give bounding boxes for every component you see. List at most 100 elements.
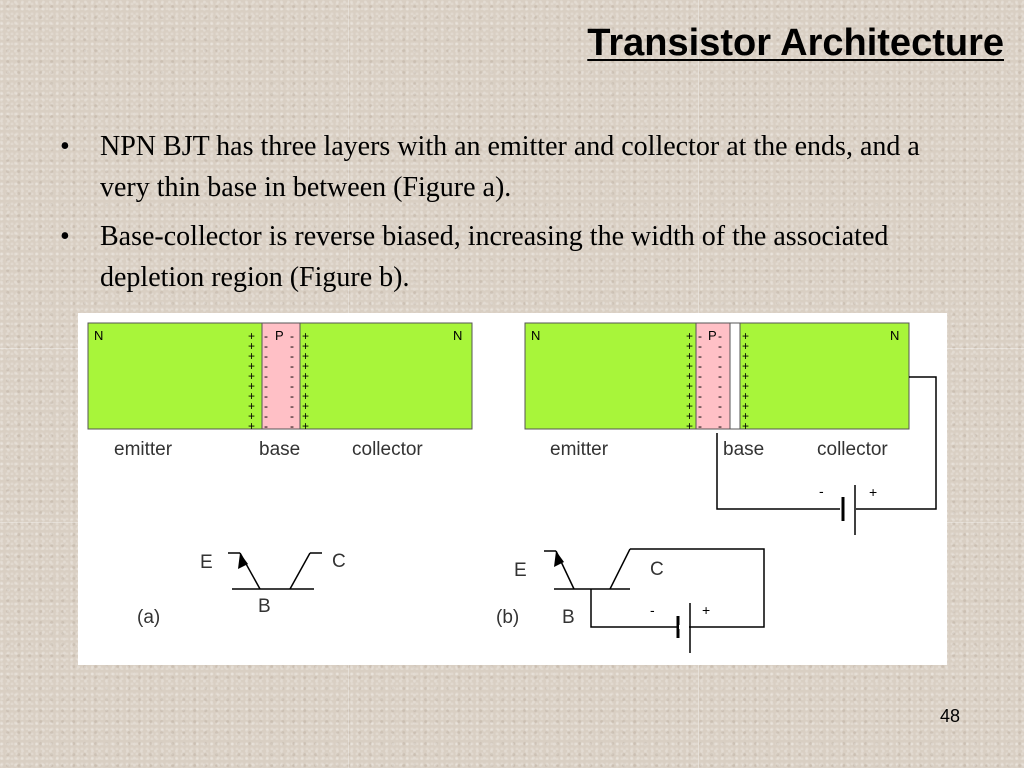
bias-wire (590, 548, 765, 628)
bullet-text: NPN BJT has three layers with an emitter… (100, 131, 920, 203)
bullet-item: • NPN BJT has three layers with an emitte… (60, 126, 960, 208)
positive-charge: + (742, 359, 749, 373)
positive-charge: + (302, 399, 309, 413)
negative-charge: - (718, 379, 722, 393)
collector-symbol-label: C (650, 559, 664, 580)
positive-charge: + (248, 369, 255, 383)
p-label: P (708, 328, 717, 343)
negative-charge: - (290, 389, 294, 403)
negative-charge: - (698, 399, 702, 413)
p-label: P (275, 328, 284, 343)
positive-charge: + (742, 419, 749, 433)
collector-n-region (739, 322, 910, 430)
positive-charge: + (248, 329, 255, 343)
negative-charge: - (718, 399, 722, 413)
positive-charge: + (686, 399, 693, 413)
negative-charge: - (264, 399, 268, 413)
negative-charge: - (698, 349, 702, 363)
collector-lead (609, 548, 631, 590)
positive-charge: + (248, 389, 255, 403)
negative-charge: - (264, 329, 268, 343)
positive-charge: + (686, 419, 693, 433)
bullet-item: •Base-collector is reverse biased, incre… (60, 216, 960, 298)
negative-charge: - (698, 389, 702, 403)
positive-charge: + (742, 379, 749, 393)
npn-symbol-b: E C B - + (b) (496, 548, 765, 653)
positive-charge: + (686, 389, 693, 403)
positive-charge: + (686, 369, 693, 383)
positive-charge: + (302, 389, 309, 403)
positive-charge: + (302, 369, 309, 383)
base-p-region (261, 322, 301, 430)
bullet-list: • NPN BJT has three layers with an emitte… (60, 126, 960, 306)
negative-charge: - (290, 339, 294, 353)
positive-charge: + (686, 329, 693, 343)
positive-charge: + (302, 359, 309, 373)
transistor-figure: N P N ++++++++++--------------------++++… (78, 313, 947, 665)
emitter-label: emitter (550, 439, 609, 460)
n-label: N (453, 328, 462, 343)
positive-charge: + (686, 349, 693, 363)
slide-number: 48 (940, 706, 961, 726)
figure-caption: (b) (496, 607, 519, 628)
npn-symbol-a: E C B (a) (137, 551, 346, 628)
positive-charge: + (302, 419, 309, 433)
positive-charge: + (248, 379, 255, 393)
negative-charge: - (290, 359, 294, 373)
figure-a-block: N P N ++++++++++--------------------++++… (87, 322, 473, 460)
n-label: N (94, 328, 103, 343)
negative-charge: - (290, 409, 294, 423)
positive-charge: + (302, 409, 309, 423)
emitter-n-region (87, 322, 263, 430)
positive-charge: + (686, 409, 693, 423)
battery-minus: - (819, 483, 824, 499)
positive-charge: + (248, 399, 255, 413)
negative-charge: - (698, 419, 702, 433)
collector-label: collector (817, 439, 888, 460)
negative-charge: - (290, 329, 294, 343)
negative-charge: - (290, 349, 294, 363)
negative-charge: - (264, 369, 268, 383)
negative-charge: - (718, 359, 722, 373)
negative-charge: - (698, 379, 702, 393)
negative-charge: - (264, 379, 268, 393)
positive-charge: + (302, 329, 309, 343)
positive-charge: + (686, 359, 693, 373)
positive-charge: + (248, 349, 255, 363)
negative-charge: - (264, 359, 268, 373)
negative-charge: - (718, 419, 722, 433)
battery-minus: - (650, 602, 655, 618)
battery-plus: + (869, 484, 877, 500)
positive-charge: + (742, 409, 749, 423)
positive-charge: + (302, 379, 309, 393)
negative-charge: - (290, 379, 294, 393)
base-p-region (695, 322, 731, 430)
depletion-charges: ++++++++++--------------------++++++++++ (686, 329, 749, 433)
depletion-charges: ++++++++++--------------------++++++++++ (248, 329, 309, 433)
figure-b-block: N P N ++++++++++--------------------++++… (524, 322, 937, 535)
positive-charge: + (686, 379, 693, 393)
bullet-text: Base-collector is reverse biased, increa… (100, 221, 889, 293)
negative-charge: - (698, 359, 702, 373)
negative-charge: - (264, 339, 268, 353)
positive-charge: + (302, 349, 309, 363)
figure-caption: (a) (137, 607, 160, 628)
positive-charge: + (686, 339, 693, 353)
positive-charge: + (248, 339, 255, 353)
emitter-n-region (524, 322, 697, 430)
negative-charge: - (698, 329, 702, 343)
emitter-symbol-label: E (514, 560, 527, 581)
transistor-diagram: N P N ++++++++++--------------------++++… (87, 322, 937, 653)
positive-charge: + (742, 399, 749, 413)
positive-charge: + (742, 369, 749, 383)
negative-charge: - (718, 389, 722, 403)
negative-charge: - (718, 339, 722, 353)
positive-charge: + (742, 349, 749, 363)
negative-charge: - (698, 409, 702, 423)
battery-gap (679, 625, 689, 629)
negative-charge: - (718, 349, 722, 363)
negative-charge: - (264, 349, 268, 363)
negative-charge: - (264, 409, 268, 423)
bias-wire (716, 433, 840, 510)
bullet-dot: • (60, 131, 70, 162)
